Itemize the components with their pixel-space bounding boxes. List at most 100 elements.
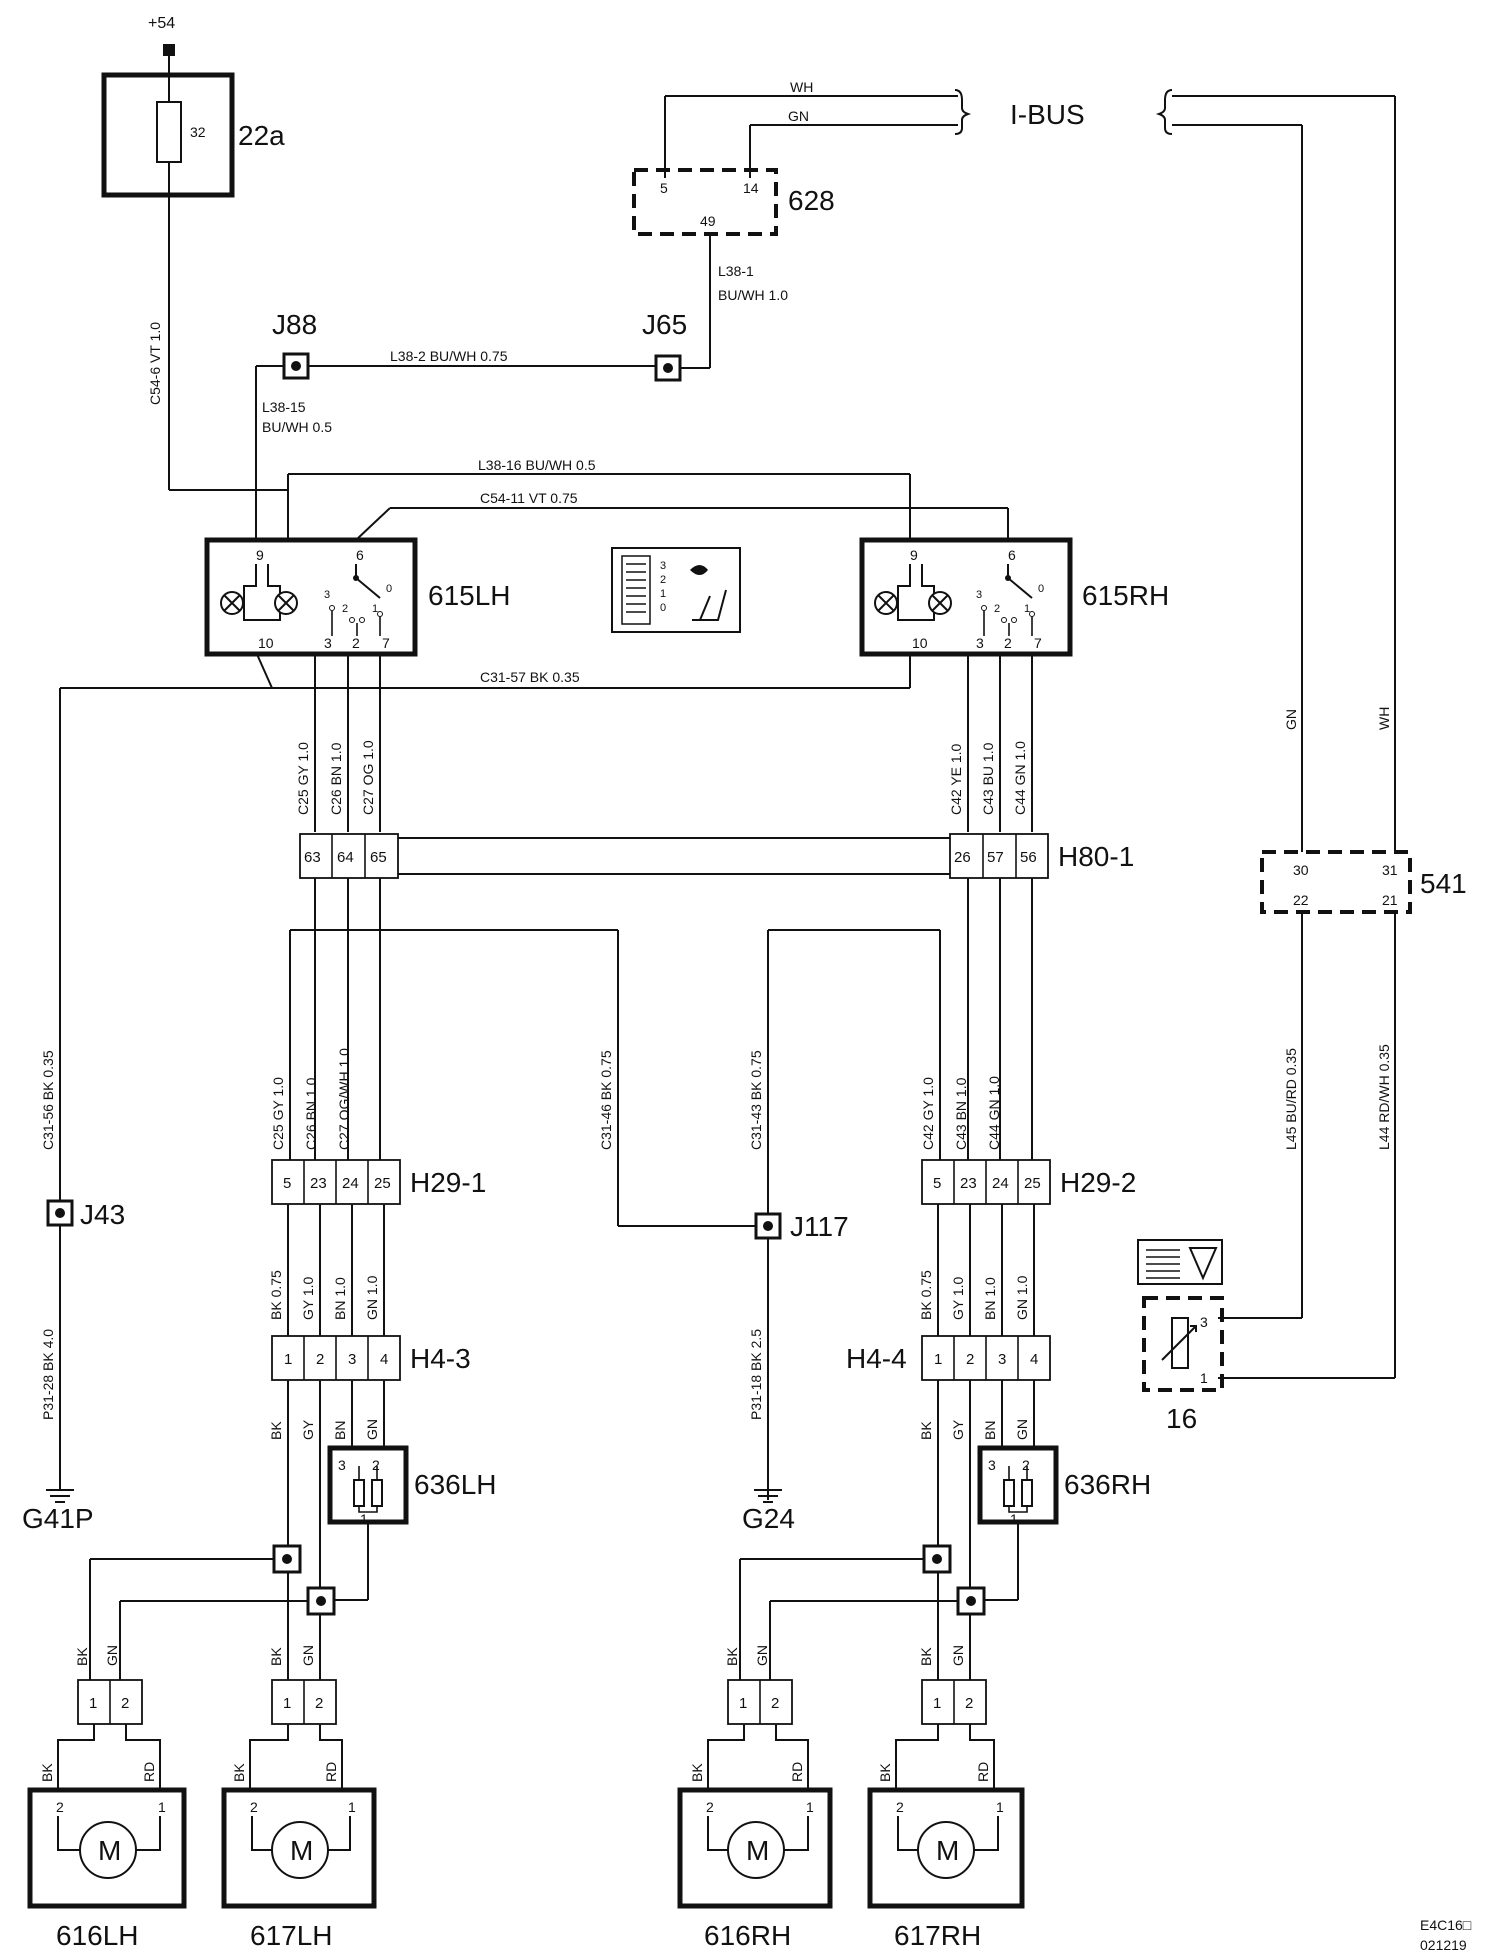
splice-j88-label: J88 [272, 309, 317, 340]
541-p31: 31 [1382, 862, 1398, 878]
wire-bn-lh: BN 1.0 [332, 1277, 348, 1320]
footer-date: 021219 [1420, 1937, 1467, 1953]
h80-pin63: 63 [304, 849, 321, 866]
switch-615lh-name: 615LH [428, 580, 511, 611]
h4-3-pin1: 1 [284, 1351, 292, 1368]
sensor-16-name: 16 [1166, 1403, 1197, 1434]
fan-616rh-gn: GN [754, 1645, 770, 1666]
h4-4-pin1: 1 [934, 1351, 942, 1368]
h4-3-name: H4-3 [410, 1343, 471, 1374]
615rh-p10: 10 [912, 635, 928, 651]
m628-pin14: 14 [743, 180, 759, 196]
module-628-name: 628 [788, 185, 835, 216]
ground-symbol [754, 1489, 782, 1503]
615lh-p9: 9 [256, 547, 264, 563]
615lh-s2: 2 [342, 603, 348, 615]
541-p22: 22 [1293, 892, 1309, 908]
module-628-box [632, 168, 778, 236]
wire-l38-15: L38-15 [262, 399, 306, 415]
module-541-name: 541 [1420, 868, 1467, 899]
supply-fuse-22a: +54 32 22a C54-6 VT 1.0 [101, 15, 288, 491]
h4-4-name: H4-4 [846, 1343, 907, 1374]
wire-bk-rh: BK 0.75 [918, 1270, 934, 1320]
fan-616rh-m: M [746, 1835, 769, 1866]
615rh-p3: 3 [976, 635, 984, 651]
fan-616rh-rd: RD [789, 1762, 805, 1782]
fan-616lh-m: M [98, 1835, 121, 1866]
fan-617lh-bk2: BK [231, 1763, 247, 1782]
fuse-symbol [156, 101, 182, 163]
h80-name: H80-1 [1058, 841, 1134, 872]
wires-to-h29: C25 GY 1.0 C26 BN 1.0 C27 OG/WH 1.0 C31-… [40, 688, 1033, 1500]
ground-g41p: G41P [22, 1503, 94, 1534]
switch-interconnect: L38-16 BU/WH 0.5 C54-11 VT 0.75 C31-57 B… [60, 457, 1009, 689]
wire-bk-lh: BK 0.75 [268, 1270, 284, 1320]
h4-3-bk: BK [268, 1421, 284, 1440]
wire-bn-rh: BN 1.0 [982, 1277, 998, 1320]
wire-l38-16: L38-16 BU/WH 0.5 [478, 457, 596, 473]
h29-1-pin24: 24 [342, 1175, 359, 1192]
wire-l38-15-spec: BU/WH 0.5 [262, 419, 332, 435]
h4-4-gy: GY [950, 1419, 966, 1440]
wire-l38-1: L38-1 [718, 263, 754, 279]
h29-1-name: H29-1 [410, 1167, 486, 1198]
h4-4-pin4: 4 [1030, 1351, 1038, 1368]
636lh-p2: 2 [372, 1457, 380, 1473]
h29-2-pin24: 24 [992, 1175, 1009, 1192]
wire-l38-2: L38-2 BU/WH 0.75 [390, 348, 508, 364]
wire-c54-11: C54-11 VT 0.75 [480, 490, 578, 506]
ground-symbol [46, 1478, 74, 1503]
fan-616lh-c2: 2 [121, 1695, 129, 1712]
symbol-level-3: 3 [660, 560, 666, 572]
fan-616lh-m2: 2 [56, 1799, 64, 1815]
615rh-p6: 6 [1008, 547, 1016, 563]
ibus-section: WH GN I-BUS 5 14 49 628 L38-1 BU/WH 1.0 [632, 79, 1395, 369]
615rh-s2: 2 [994, 603, 1000, 615]
wire-gn-lh: GN 1.0 [364, 1275, 380, 1320]
fan-617lh-name: 617LH [250, 1920, 333, 1951]
615lh-s1: 1 [372, 603, 378, 615]
615rh-p2: 2 [1004, 635, 1012, 651]
541-gn-wire: GN [1283, 709, 1299, 730]
fan-617lh-rd: RD [323, 1762, 339, 1782]
splice-j43-j117: J43 P31-28 BK 4.0 J117 P31-18 BK 2.5 [40, 1199, 849, 1478]
ibus-wire-gn: GN [788, 108, 809, 124]
wire-c31-46: C31-46 BK 0.75 [598, 1050, 614, 1150]
rh-lower-wiring: BK GY BN GN 3 2 1 636RH G24 [739, 1380, 1151, 1720]
fan-616rh-bk: BK [724, 1647, 740, 1666]
footer-code: E4C16□ [1420, 1917, 1472, 1933]
fan-617rh-rd: RD [975, 1762, 991, 1782]
sensor16-p1: 1 [1200, 1370, 1208, 1386]
615lh-p2: 2 [352, 635, 360, 651]
h4-3-bn: BN [332, 1421, 348, 1440]
636lh-p1: 1 [360, 1511, 368, 1527]
sensor-16-box [1142, 1296, 1224, 1392]
wire-gy-rh: GY 1.0 [950, 1276, 966, 1320]
fan-616rh-box [677, 1787, 833, 1909]
541-p21: 21 [1382, 892, 1398, 908]
wires-to-h80: C25 GY 1.0 C26 BN 1.0 C27 OG 1.0 C42 YE … [295, 654, 1033, 832]
615lh-p3: 3 [324, 635, 332, 651]
h4-4-bk: BK [918, 1421, 934, 1440]
splice-j117-label: J117 [790, 1211, 849, 1242]
fan-617rh-bk: BK [918, 1647, 934, 1666]
triangle-icon [1188, 1247, 1218, 1281]
wire-l44: L44 RD/WH 0.35 [1376, 1044, 1392, 1150]
fan-616lh-c1: 1 [89, 1695, 97, 1712]
splice-j43-label: J43 [80, 1199, 125, 1230]
splice-j88-j65: J88 J65 L38-2 BU/WH 0.75 L38-15 BU/WH 0.… [255, 309, 687, 540]
motor-icon [917, 1821, 975, 1879]
wire-c26-upper: C26 BN 1.0 [328, 742, 344, 815]
supply-label: +54 [148, 15, 175, 32]
fan-616rh-c1: 1 [739, 1695, 747, 1712]
615lh-s3: 3 [324, 589, 330, 601]
fan-617lh-bk: BK [268, 1647, 284, 1666]
wire-gn-rh: GN 1.0 [1014, 1275, 1030, 1320]
wire-l45: L45 BU/RD 0.35 [1283, 1048, 1299, 1150]
fan-616rh-m1: 1 [806, 1799, 814, 1815]
switch-615rh-name: 615RH [1082, 580, 1169, 611]
switch-615lh: 9 6 0 3 2 1 10 3 2 7 615LH [204, 537, 511, 657]
fan-617rh-c1: 1 [933, 1695, 941, 1712]
wire-c25-upper: C25 GY 1.0 [295, 742, 311, 815]
